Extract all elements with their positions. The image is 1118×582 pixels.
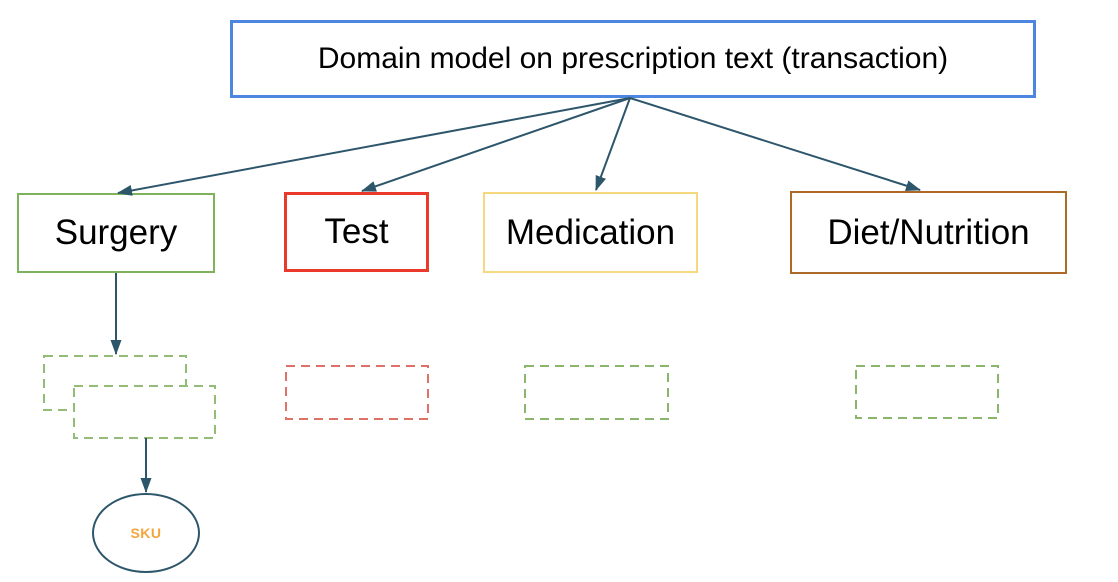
connector-title-to-medication bbox=[595, 97, 631, 191]
placeholder-test bbox=[285, 365, 429, 420]
node-diet-nutrition: Diet/Nutrition bbox=[790, 191, 1067, 274]
placeholder-surgery-front bbox=[73, 385, 216, 439]
placeholder-medication bbox=[524, 365, 669, 420]
node-surgery: Surgery bbox=[17, 193, 215, 273]
node-domain-model-title: Domain model on prescription text (trans… bbox=[230, 20, 1036, 98]
sku-label: SKU bbox=[130, 525, 162, 541]
connector-title-to-surgery bbox=[117, 97, 631, 196]
placeholder-surgery-back bbox=[43, 355, 187, 411]
node-sku-ellipse: SKU bbox=[92, 493, 200, 573]
connector-title-to-diet-nutrition bbox=[629, 97, 921, 192]
node-test: Test bbox=[284, 192, 429, 272]
node-medication: Medication bbox=[483, 192, 698, 273]
connector-title-to-test bbox=[361, 97, 631, 192]
placeholder-diet-nutrition bbox=[855, 365, 999, 419]
